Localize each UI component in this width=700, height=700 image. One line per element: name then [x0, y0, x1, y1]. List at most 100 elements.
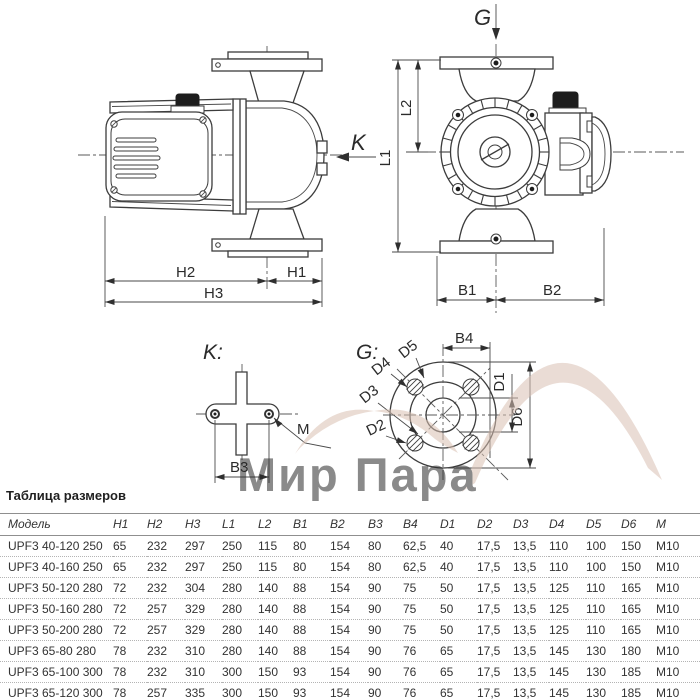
- watermark: Мир Пара: [237, 362, 662, 501]
- value-cell: 62,5: [403, 535, 440, 557]
- value-cell: 165: [621, 619, 656, 641]
- dim-label-b1: B1: [458, 282, 476, 299]
- value-cell: 65: [113, 535, 147, 557]
- value-cell: 75: [403, 598, 440, 620]
- value-cell: 250: [222, 535, 258, 557]
- value-cell: 130: [586, 661, 621, 683]
- model-cell: UPF3 40-160 250: [0, 556, 113, 578]
- dim-label-b4: B4: [455, 330, 473, 347]
- dim-label-b3: B3: [230, 459, 248, 476]
- value-cell: 140: [258, 598, 293, 620]
- value-cell: 13,5: [513, 556, 549, 578]
- value-cell: 90: [368, 682, 403, 700]
- value-cell: 78: [113, 682, 147, 700]
- value-cell: 80: [293, 535, 330, 557]
- watermark-swoosh: [374, 409, 458, 453]
- value-cell: 100: [586, 556, 621, 578]
- value-cell: 250: [222, 556, 258, 578]
- terminal-box-cap: [552, 91, 579, 111]
- value-cell: 154: [330, 577, 368, 599]
- value-cell: 154: [330, 661, 368, 683]
- value-cell: 110: [586, 619, 621, 641]
- dim-label-l2: L2: [398, 100, 415, 117]
- table-header-row: Модель H1 H2 H3 L1 L2 B1 B2 B3 B4 D1 D2 …: [0, 513, 700, 536]
- value-cell: 13,5: [513, 661, 549, 683]
- column-header: B1: [293, 513, 330, 536]
- column-header: M: [656, 513, 700, 536]
- column-header: L2: [258, 513, 293, 536]
- k-direction-label: K: [351, 130, 367, 155]
- value-cell: 76: [403, 661, 440, 683]
- size-table: Модель H1 H2 H3 L1 L2 B1 B2 B3 B4 D1 D2 …: [0, 513, 700, 700]
- bolt-hole-hatch: [406, 378, 480, 452]
- column-header: B3: [368, 513, 403, 536]
- model-cell: UPF3 50-120 280: [0, 577, 113, 599]
- column-header-model: Модель: [0, 513, 113, 536]
- value-cell: 75: [403, 619, 440, 641]
- value-cell: 140: [258, 640, 293, 662]
- value-cell: 17,5: [477, 556, 513, 578]
- value-cell: 88: [293, 598, 330, 620]
- value-cell: 125: [549, 598, 586, 620]
- value-cell: 110: [586, 598, 621, 620]
- dim-label-l1: L1: [377, 150, 394, 167]
- value-cell: 185: [621, 682, 656, 700]
- value-cell: 90: [368, 640, 403, 662]
- value-cell: 125: [549, 577, 586, 599]
- value-cell: 154: [330, 640, 368, 662]
- value-cell: 145: [549, 640, 586, 662]
- value-cell: 185: [621, 661, 656, 683]
- value-cell: 13,5: [513, 598, 549, 620]
- column-header: D1: [440, 513, 477, 536]
- value-cell: 40: [440, 535, 477, 557]
- value-cell: 93: [293, 682, 330, 700]
- value-cell: 50: [440, 598, 477, 620]
- value-cell: 140: [258, 619, 293, 641]
- model-cell: UPF3 40-120 250: [0, 535, 113, 557]
- value-cell: 80: [368, 556, 403, 578]
- pump-ring-ribs: [441, 98, 549, 206]
- value-cell: 232: [147, 535, 185, 557]
- g-view-title: G:: [356, 341, 378, 364]
- column-header: H1: [113, 513, 147, 536]
- dim-label-d5: D5: [395, 337, 421, 362]
- column-header: B4: [403, 513, 440, 536]
- model-cell: UPF3 65-80 280: [0, 640, 113, 662]
- value-cell: 329: [185, 598, 222, 620]
- dim-label-h2: H2: [176, 264, 195, 281]
- value-cell: 329: [185, 619, 222, 641]
- column-header: D4: [549, 513, 586, 536]
- dim-label-m: M: [297, 421, 310, 438]
- value-cell: 90: [368, 661, 403, 683]
- value-cell: 154: [330, 682, 368, 700]
- value-cell: 80: [368, 535, 403, 557]
- value-cell: 72: [113, 598, 147, 620]
- value-cell: 88: [293, 640, 330, 662]
- column-header: B2: [330, 513, 368, 536]
- value-cell: 50: [440, 619, 477, 641]
- value-cell: 232: [147, 556, 185, 578]
- value-cell: 154: [330, 598, 368, 620]
- front-view: G L1: [377, 4, 684, 313]
- model-cell: UPF3 65-120 300: [0, 682, 113, 700]
- value-cell: 300: [222, 661, 258, 683]
- value-cell: 76: [403, 682, 440, 700]
- value-cell: 130: [586, 640, 621, 662]
- value-cell: M10: [656, 535, 700, 557]
- value-cell: 76: [403, 640, 440, 662]
- value-cell: 13,5: [513, 640, 549, 662]
- value-cell: 50: [440, 577, 477, 599]
- value-cell: 110: [586, 577, 621, 599]
- value-cell: 13,5: [513, 535, 549, 557]
- value-cell: 65: [440, 682, 477, 700]
- value-cell: 232: [147, 661, 185, 683]
- value-cell: 110: [549, 556, 586, 578]
- watermark-swoosh: [462, 362, 662, 492]
